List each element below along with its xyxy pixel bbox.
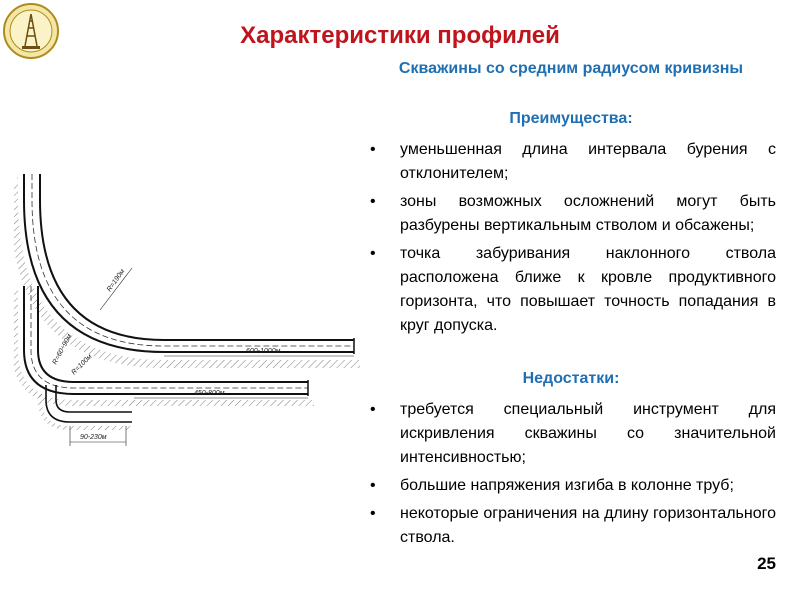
radius-large-label: R=190м — [106, 268, 127, 293]
list-item: •некоторые ограничения на длину горизонт… — [370, 502, 776, 550]
short-well-outer-wall — [45, 385, 132, 423]
bullet-icon: • — [370, 477, 376, 494]
bullet-icon: • — [370, 401, 376, 418]
advantages-heading: Преимущества: — [509, 110, 633, 127]
offset-label: 90-230м — [80, 434, 107, 441]
list-item: •уменьшенная длина интервала бурения с о… — [370, 138, 776, 186]
bullet-icon: • — [370, 245, 376, 262]
page-title: Характеристики профилей — [240, 22, 560, 49]
disadvantages-list: •требуется специальный инструмент для ис… — [370, 398, 776, 554]
large-well-axis — [31, 174, 354, 347]
short-well-inner-wall — [55, 385, 132, 413]
radius-mid-label: R=100м — [70, 353, 93, 376]
list-item: •требуется специальный инструмент для ис… — [370, 398, 776, 470]
small-well-inner-wall — [37, 286, 308, 383]
bullet-icon: • — [370, 505, 376, 522]
bullet-icon: • — [370, 141, 376, 158]
list-item: •зоны возможных осложнений могут быть ра… — [370, 190, 776, 238]
bullet-icon: • — [370, 193, 376, 210]
small-well-outer-wall — [23, 286, 308, 395]
small-well-axis — [30, 286, 308, 389]
advantages-list: •уменьшенная длина интервала бурения с о… — [370, 138, 776, 342]
list-item: •большие напряжения изгиба в колонне тру… — [370, 474, 776, 498]
length-upper-label: 600-1000м — [246, 348, 281, 355]
list-item: •точка забуривания наклонного ствола рас… — [370, 242, 776, 338]
large-well-inner-wall — [39, 174, 354, 341]
length-lower-label: 450-800м — [194, 390, 225, 397]
large-well-outer-wall — [23, 174, 354, 353]
page-number: 25 — [757, 554, 776, 573]
well-profile-drawing: 600-1000м 450-800м 90-230м R=190м R=60÷9… — [14, 174, 360, 446]
university-seal-icon — [3, 3, 59, 59]
disadvantages-heading: Недостатки: — [522, 370, 620, 387]
slide-subtitle: Скважины со средним радиусом кривизны — [398, 60, 744, 77]
